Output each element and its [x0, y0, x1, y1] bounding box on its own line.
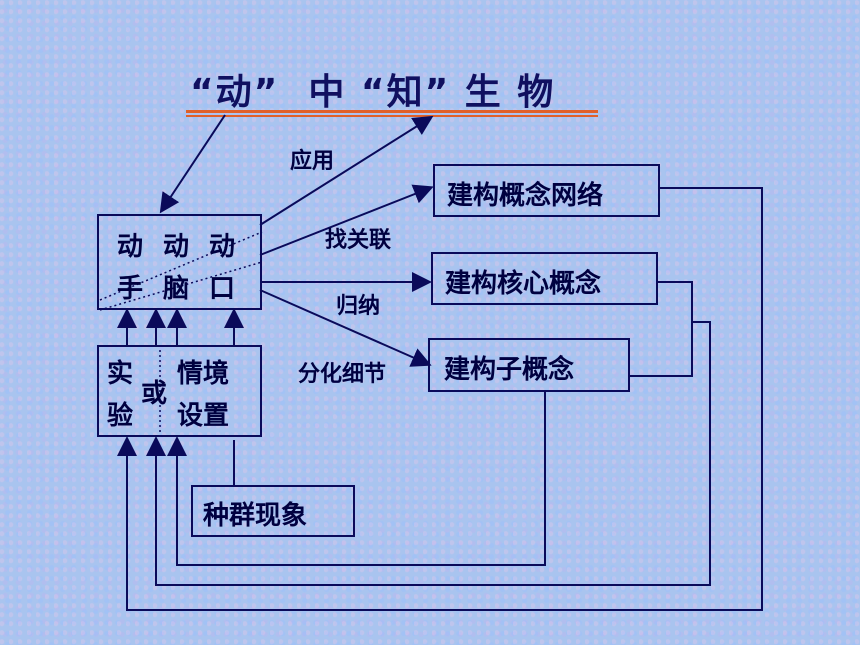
box-population: 种群现象 — [191, 485, 355, 537]
arrow-act-to-network — [259, 184, 434, 256]
label-apply: 应用 — [290, 149, 335, 174]
page-title: “动” 中 “知” 生 物 — [190, 72, 556, 113]
label-detail: 分化细节 — [298, 362, 387, 387]
loop-sub — [167, 392, 546, 566]
arrow-title-to-act — [159, 114, 226, 214]
label-induce: 归纳 — [336, 294, 381, 319]
box-core-concept: 建构核心概念 — [431, 252, 658, 305]
box-hands-brain-mouth: 动 动 动 手 脑 口 — [97, 214, 262, 310]
title-underline — [186, 110, 598, 113]
loop-core — [146, 321, 711, 586]
arrow-act-to-apply — [259, 115, 434, 226]
arrow-act-to-sub — [259, 289, 432, 367]
label-find-link: 找关联 — [325, 228, 392, 253]
loop-network — [117, 187, 763, 611]
box-sub-concept: 建构子概念 — [428, 338, 630, 392]
title-underline-2 — [186, 115, 598, 117]
box-concept-network: 建构概念网络 — [433, 164, 660, 217]
box-experiment-or-scenario: 实 验 或 情境 设置 — [97, 345, 262, 437]
